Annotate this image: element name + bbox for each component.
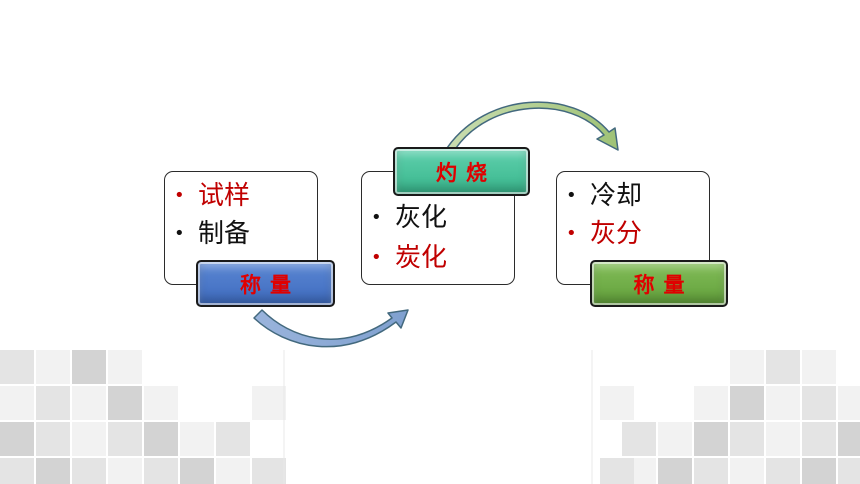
step2-item2: •炭化 [371,243,448,273]
grid-square [730,386,764,420]
grid-square [36,422,70,456]
arrow-step1-to-step2 [253,309,409,348]
grid-square [36,458,70,484]
grid-square [622,458,656,484]
grid-square [694,386,728,420]
grid-square [180,458,214,484]
grid-square [252,386,286,420]
grid-square [180,422,214,456]
pixel-grid-left [0,350,286,484]
grid-square [72,458,106,484]
step1-item1: •试样 [174,181,251,211]
bullet: • [371,207,382,228]
grid-square [694,422,728,456]
grid-square [802,386,836,420]
grid-square [216,458,250,484]
step2-burn-tag: 灼烧 [393,147,530,196]
grid-square [658,458,692,484]
bullet: • [566,223,577,244]
bullet: • [174,185,185,206]
grid-square [802,350,836,384]
bullet: • [371,247,382,268]
step1-weigh-tag: 称量 [196,260,335,307]
step2-item1: •灰化 [371,203,448,233]
grid-square [144,386,178,420]
bullet: • [174,223,185,244]
grid-square [108,422,142,456]
grid-square [838,386,860,420]
grid-square [766,422,800,456]
grid-square [658,422,692,456]
grid-square [622,422,656,456]
grid-square [0,350,34,384]
step3-item2: •灰分 [566,219,643,249]
grid-square [72,422,106,456]
grid-square [108,458,142,484]
bullet: • [566,185,577,206]
grid-square [72,350,106,384]
grid-square [0,386,34,420]
grid-square [766,350,800,384]
grid-square [108,350,142,384]
grid-square [216,422,250,456]
step1-item2: •制备 [174,219,251,249]
grid-square [694,458,728,484]
grid-square [600,458,634,484]
grid-square [0,422,34,456]
grid-square [766,458,800,484]
grid-square [144,458,178,484]
grid-square [802,458,836,484]
grid-square [766,386,800,420]
grid-square [108,386,142,420]
grid-square [600,386,634,420]
pixel-grid-right [600,350,860,484]
grid-square [730,350,764,384]
grid-square [838,422,860,456]
grid-square [144,422,178,456]
grid-square [802,422,836,456]
grid-square [730,422,764,456]
grid-square [0,458,34,484]
grid-square [730,458,764,484]
grid-square [838,458,860,484]
step3-item1: •冷却 [566,181,643,211]
grid-square [36,350,70,384]
grid-square [252,458,286,484]
arrow-step2-to-step3 [446,101,619,151]
step3-weigh-tag: 称量 [590,260,728,307]
grid-square [72,386,106,420]
grid-square [36,386,70,420]
